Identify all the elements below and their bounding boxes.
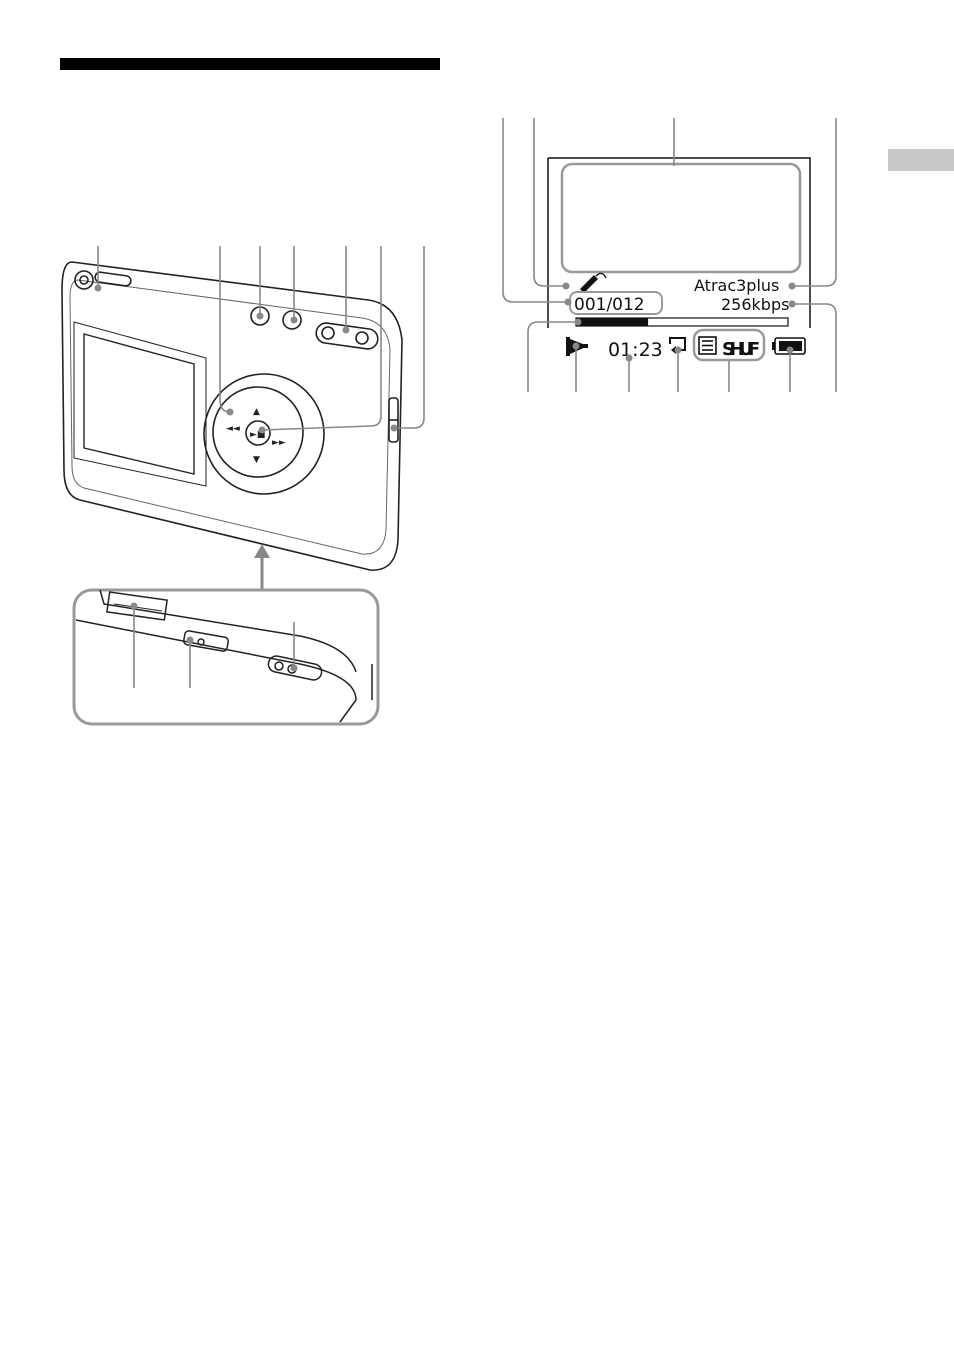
play-mode-label: SHUF — [722, 339, 760, 360]
callout-dot — [291, 317, 298, 324]
callout-dot — [573, 343, 580, 350]
callout-dot — [95, 285, 102, 292]
bottom-detail-frame — [74, 590, 378, 724]
callout-dot — [259, 427, 266, 434]
callout-dot — [575, 319, 582, 326]
arrow-up-icon — [254, 544, 270, 590]
callout-dot — [227, 409, 234, 416]
callout-dot — [257, 313, 264, 320]
callout-dot — [563, 283, 570, 290]
bottom-callouts — [134, 604, 294, 688]
callout-dot — [131, 603, 138, 610]
down-icon: ▼ — [253, 455, 260, 465]
device-body — [62, 262, 402, 570]
codec-label: Atrac3plus — [694, 276, 779, 295]
callout-dot — [626, 355, 633, 362]
next-icon: ►► — [272, 438, 286, 448]
bitrate-label: 256kbps — [721, 295, 789, 314]
title-text-area — [562, 164, 800, 272]
device-illustration: ►■ ▲ ▼ ◄◄ ►► — [62, 262, 402, 570]
track-counter: 001/012 — [574, 295, 645, 315]
callout-dot — [291, 665, 298, 672]
callout-dot — [789, 283, 796, 290]
callout-dot — [187, 637, 194, 644]
section-header-bar — [60, 58, 440, 70]
up-icon: ▲ — [253, 407, 260, 417]
previous-icon: ◄◄ — [226, 424, 240, 434]
pen-nib-icon — [580, 273, 606, 293]
callout-dot — [391, 425, 398, 432]
callout-dot — [675, 347, 682, 354]
lcd-display: Atrac3plus 001/012 256kbps 01:23 SHUF — [548, 158, 810, 361]
chapter-side-tab — [888, 149, 954, 171]
callout-dot — [565, 299, 572, 306]
progress-bar-fill — [576, 318, 648, 326]
callout-dot — [343, 327, 350, 334]
list-icon — [699, 337, 716, 354]
bottom-edge-detail — [76, 590, 372, 722]
callout-dot — [787, 347, 794, 354]
callout-dot — [789, 301, 796, 308]
elapsed-time: 01:23 — [608, 339, 663, 361]
